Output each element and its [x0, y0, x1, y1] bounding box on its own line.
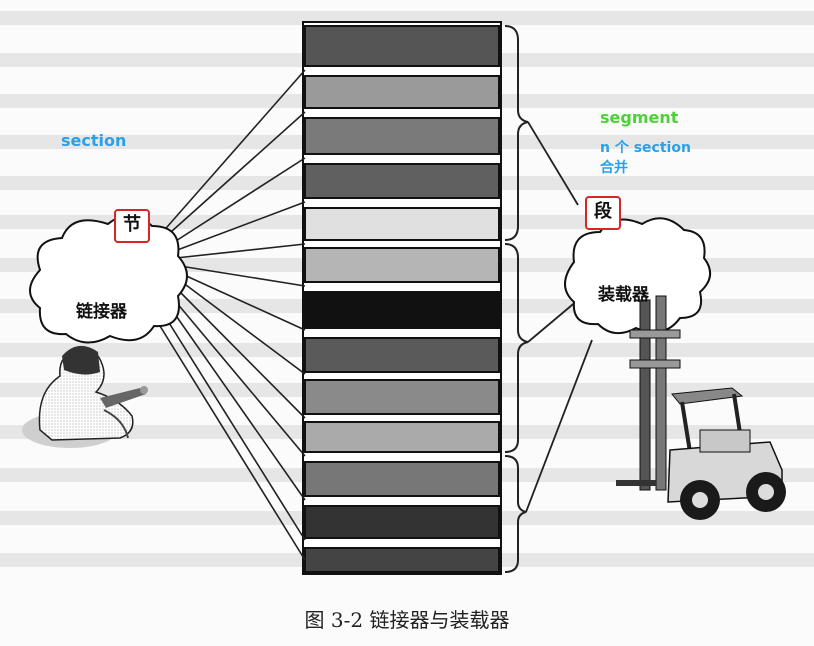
section-block	[304, 379, 500, 415]
forklift-figure	[616, 295, 786, 520]
section-block	[304, 461, 500, 497]
section-block	[304, 25, 500, 67]
linker-fan-lines	[159, 69, 306, 561]
linker-label: 链接器	[76, 302, 127, 322]
loader-lines	[525, 121, 593, 513]
loader-cloud	[564, 217, 711, 335]
segment-label: segment	[600, 108, 679, 127]
section-cn-box: 节	[114, 209, 150, 243]
section-block	[304, 505, 500, 539]
section-block	[304, 547, 500, 573]
section-block	[304, 337, 500, 373]
segment-desc-line2: 合并	[600, 160, 628, 176]
welder-figure	[22, 345, 148, 448]
section-block	[304, 291, 500, 329]
section-block	[304, 163, 500, 199]
loader-label: 装载器	[598, 285, 649, 305]
section-block	[304, 207, 500, 241]
section-block	[304, 421, 500, 453]
segment-desc-line1: n 个 section	[600, 140, 691, 156]
section-block	[304, 247, 500, 283]
section-block	[304, 75, 500, 109]
section-block	[304, 117, 500, 155]
section-label: section	[61, 131, 127, 150]
segment-cn-box: 段	[585, 196, 621, 230]
file-stack	[302, 21, 502, 575]
linker-cloud	[29, 214, 188, 344]
figure-caption: 图 3-2 链接器与装载器	[304, 608, 510, 632]
